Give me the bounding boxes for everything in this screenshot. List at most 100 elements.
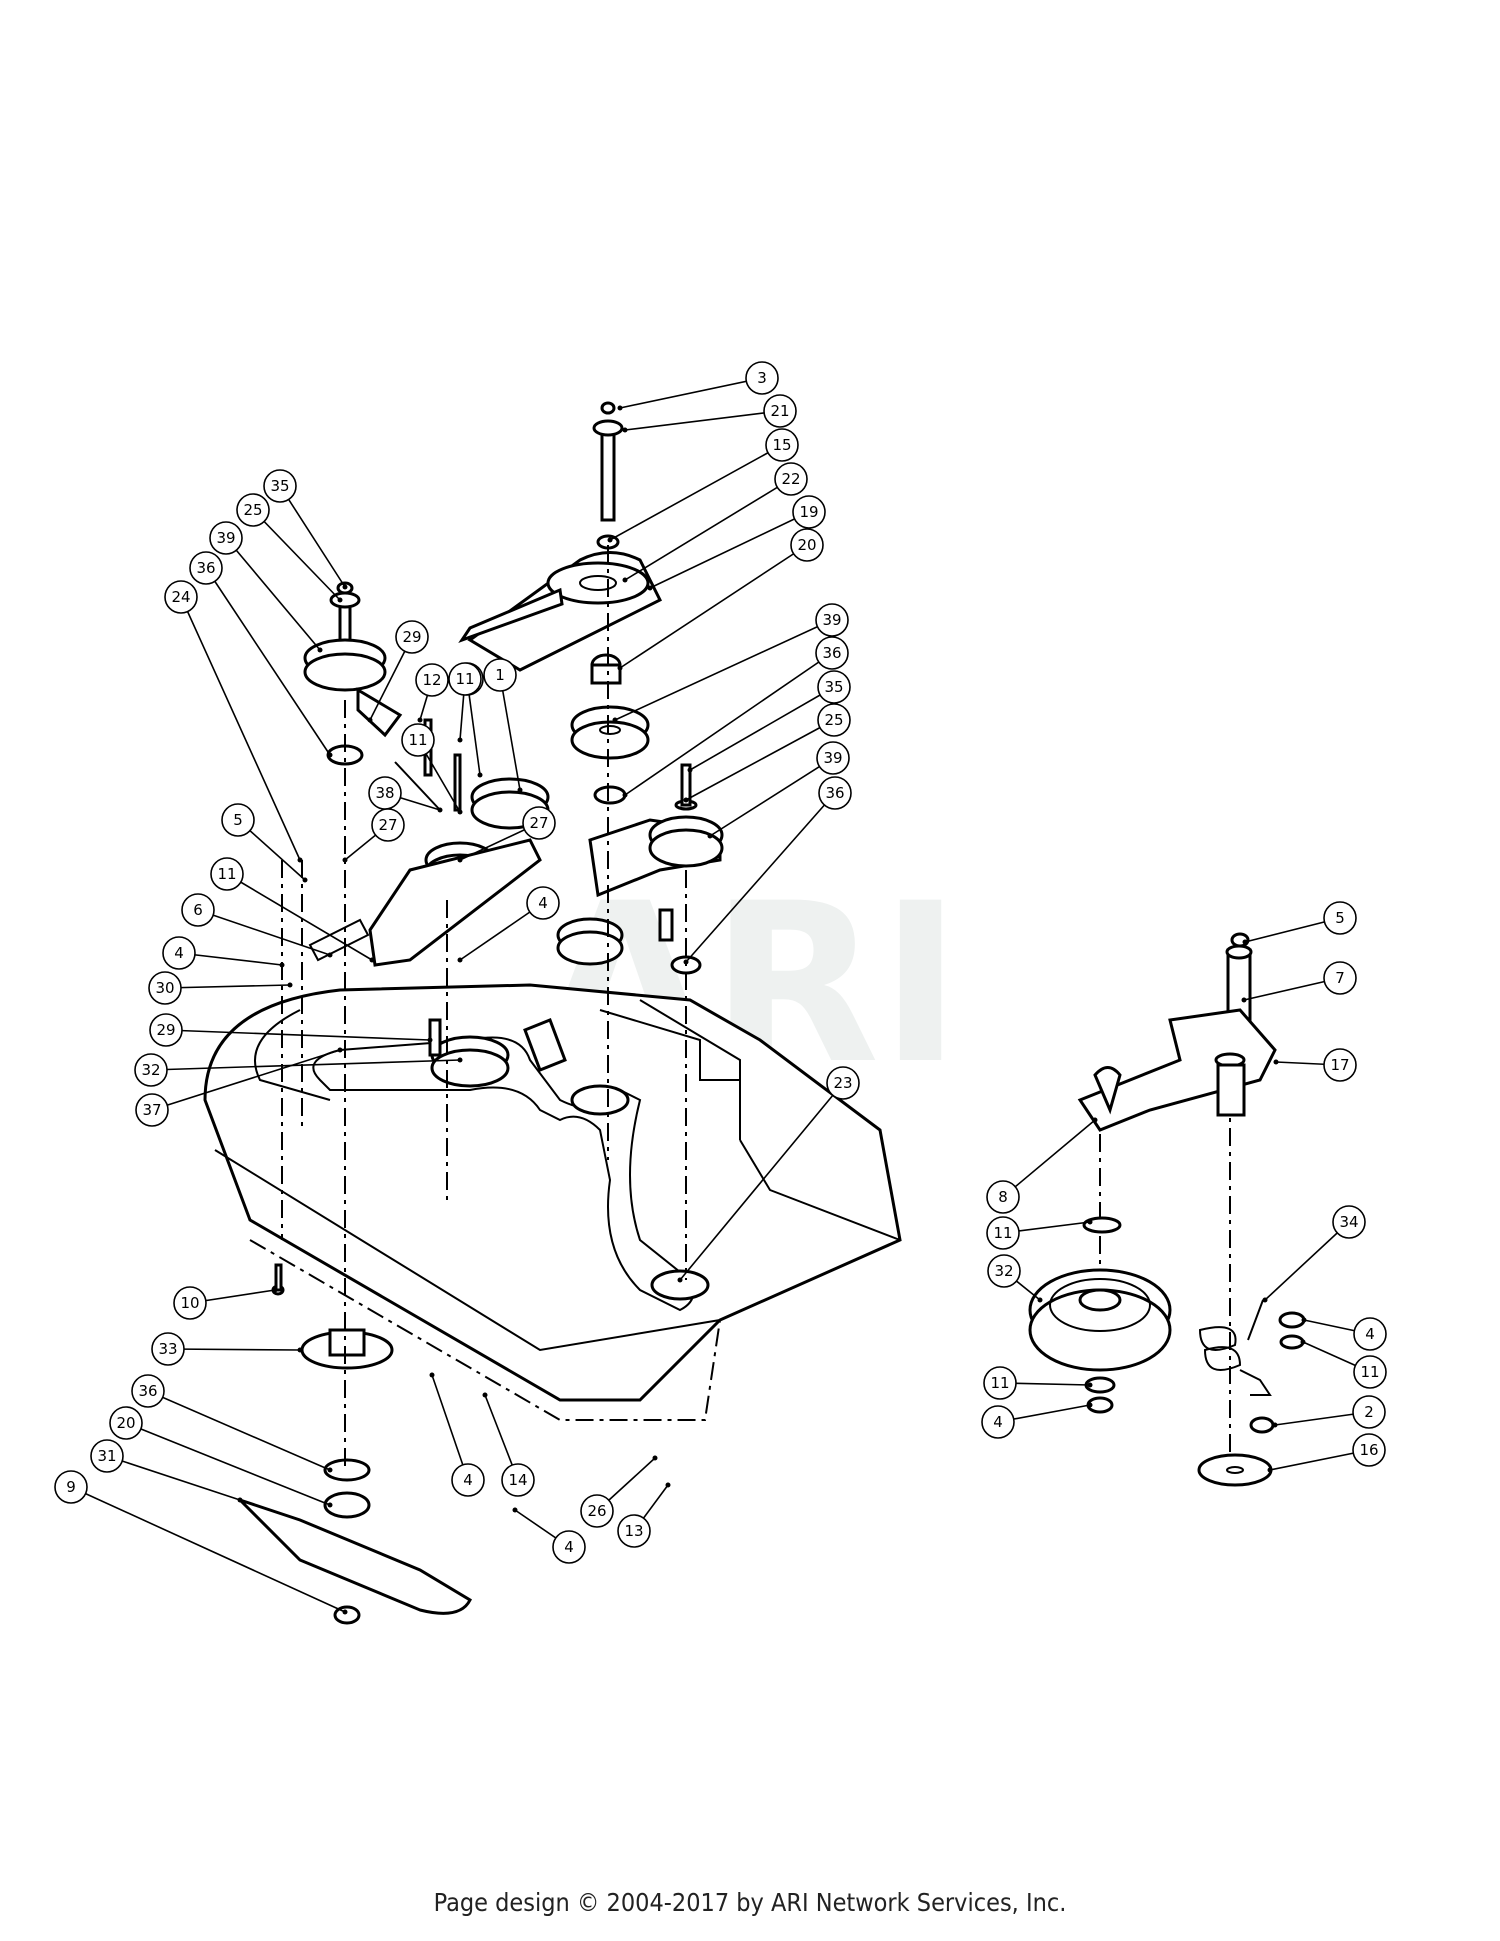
callout-circle	[815, 636, 849, 670]
callout-number: 15	[772, 436, 791, 454]
callout-circle	[263, 469, 297, 503]
callout-29: 29	[395, 620, 429, 654]
callout-4: 4	[1353, 1317, 1387, 1351]
callout-11: 11	[210, 857, 244, 891]
leader-arrow	[612, 717, 618, 723]
callout-15: 15	[765, 428, 799, 462]
callout-circle	[189, 551, 223, 585]
callout-circle	[162, 936, 196, 970]
center-lines	[281, 545, 1231, 1470]
callout-number: 8	[998, 1188, 1008, 1206]
leader-line	[624, 478, 792, 581]
callout-36: 36	[818, 776, 852, 810]
leader-arrow	[287, 982, 293, 988]
callout-10: 10	[173, 1286, 207, 1320]
callout-number: 27	[529, 814, 548, 832]
callout-22: 22	[774, 462, 808, 496]
callout-number: 39	[216, 529, 235, 547]
callout-number: 11	[455, 670, 474, 688]
callout-24: 24	[164, 580, 198, 614]
callout-circle	[765, 428, 799, 462]
leader-arrow	[1087, 1402, 1093, 1408]
callout-2: 2	[1352, 1395, 1386, 1429]
leader-line	[619, 544, 808, 669]
callout-number: 19	[799, 503, 818, 521]
callout-circle	[1323, 961, 1357, 995]
callout-number: 11	[990, 1374, 1009, 1392]
callout-number: 4	[463, 1471, 473, 1489]
callout-number: 36	[196, 559, 215, 577]
callout-circle	[790, 528, 824, 562]
callout-circle	[221, 803, 255, 837]
leader-arrow	[337, 597, 343, 603]
leader-line	[499, 674, 521, 791]
callout-number: 10	[180, 1294, 199, 1312]
callout-circle	[1332, 1205, 1366, 1239]
callout-6: 6	[181, 893, 215, 927]
leader-arrow	[677, 1277, 683, 1283]
callout-number: 4	[538, 894, 548, 912]
callout-circle	[815, 603, 849, 637]
leader-line	[685, 792, 836, 963]
leader-arrow	[622, 577, 628, 583]
callout-26: 26	[580, 1494, 614, 1528]
leader-line	[709, 757, 834, 837]
callout-27: 27	[371, 808, 405, 842]
callout-12: 12	[415, 663, 449, 697]
callout-number: 21	[770, 402, 789, 420]
callout-circle	[54, 1470, 88, 1504]
leader-arrow	[437, 807, 443, 813]
left-spindle-stack	[303, 581, 403, 766]
leader-arrow	[367, 717, 373, 723]
callout-circle	[415, 663, 449, 697]
callout-circle	[395, 620, 429, 654]
callout-number: 36	[825, 784, 844, 802]
callout-circle	[131, 1374, 165, 1408]
callout-7: 7	[1323, 961, 1357, 995]
idler-arm-assembly	[1028, 932, 1306, 1487]
callout-circle	[552, 1530, 586, 1564]
leader-line	[178, 952, 283, 966]
callout-circle	[151, 1332, 185, 1366]
callout-circle	[371, 808, 405, 842]
callout-17: 17	[1323, 1048, 1357, 1082]
right-idler-stack	[570, 705, 724, 975]
leader-arrow	[457, 1057, 463, 1063]
leader-line	[165, 1029, 431, 1041]
leader-line	[147, 1390, 331, 1471]
leader-arrow	[1092, 1117, 1098, 1123]
callout-number: 14	[508, 1471, 527, 1489]
callout-29: 29	[149, 1013, 183, 1047]
callout-23: 23	[826, 1066, 860, 1100]
leader-arrow	[327, 1467, 333, 1473]
leader-line	[180, 596, 301, 861]
callout-number: 11	[217, 865, 236, 883]
callout-circle	[148, 971, 182, 1005]
callout-circle	[401, 723, 435, 757]
callout-circle	[135, 1093, 169, 1127]
callout-number: 9	[66, 1478, 76, 1496]
leader-arrow	[427, 1037, 433, 1043]
callout-16: 16	[1352, 1433, 1386, 1467]
callout-circle	[501, 1463, 535, 1497]
callout-circle	[1323, 1048, 1357, 1082]
callout-11: 11	[983, 1366, 1017, 1400]
callout-1: 1	[483, 658, 517, 692]
leader-arrow	[342, 857, 348, 863]
callout-11: 11	[986, 1216, 1020, 1250]
callout-number: 12	[422, 671, 441, 689]
callout-5: 5	[1323, 901, 1357, 935]
leader-arrow	[683, 959, 689, 965]
callout-circle	[526, 886, 560, 920]
callout-number: 4	[174, 944, 184, 962]
callout-11: 11	[448, 662, 482, 696]
leader-line	[252, 509, 341, 601]
callout-circle	[181, 893, 215, 927]
callout-8: 8	[986, 1180, 1020, 1214]
callout-36: 36	[815, 636, 849, 670]
callout-circle	[617, 1514, 651, 1548]
callout-circle	[109, 1406, 143, 1440]
callout-36: 36	[131, 1374, 165, 1408]
leader-arrow	[342, 584, 348, 590]
callout-19: 19	[792, 495, 826, 529]
